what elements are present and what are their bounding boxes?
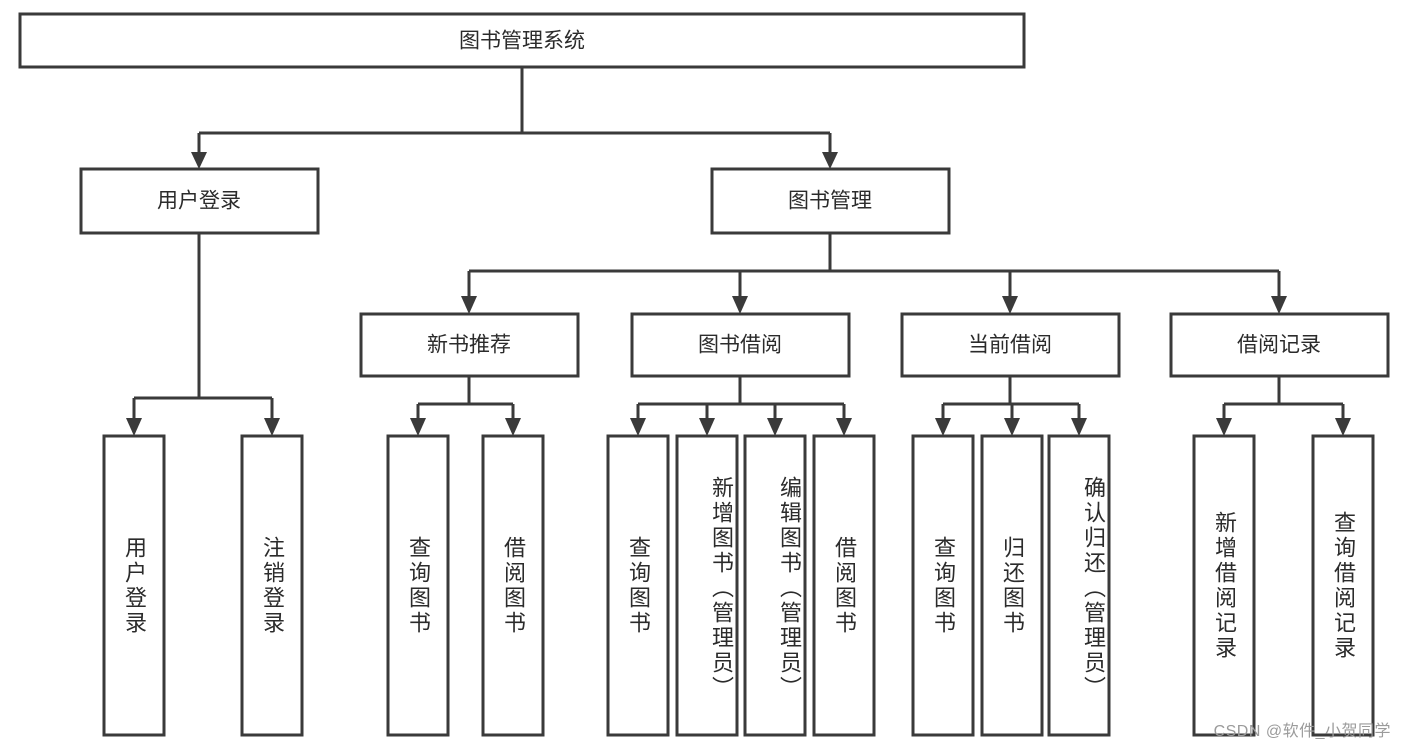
arrowhead-leaf-user-login bbox=[126, 418, 142, 436]
node-current-borrow-label: 当前借阅 bbox=[968, 334, 1052, 357]
arrowhead-borrow-leaf-3 bbox=[767, 418, 783, 436]
node-new-book-recommend-box[interactable] bbox=[359, 312, 580, 378]
node-user-login-label: 用户登录 bbox=[157, 190, 241, 213]
arrowhead-record-leaf-1 bbox=[1216, 418, 1232, 436]
node-borrow-record-box[interactable] bbox=[1169, 312, 1390, 378]
arrowhead-book-borrow bbox=[732, 296, 748, 314]
leaf-box-borrow-book[interactable] bbox=[812, 434, 876, 737]
arrowhead-user-login bbox=[191, 152, 207, 169]
leaf-box-query-borrow-record[interactable] bbox=[1311, 434, 1375, 737]
arrowhead-record-leaf-2 bbox=[1335, 418, 1351, 436]
arrowhead-borrow-record bbox=[1271, 296, 1287, 314]
leaf-box-borrow-book-rec[interactable] bbox=[481, 434, 545, 737]
node-current-borrow[interactable]: 当前借阅 bbox=[900, 312, 1121, 378]
arrowhead-newbook-leaf-2 bbox=[505, 418, 521, 436]
node-book-management-label: 图书管理 bbox=[788, 190, 872, 213]
node-book-borrow-label: 图书借阅 bbox=[698, 334, 782, 357]
leaf-box-query-book-borrow[interactable] bbox=[606, 434, 670, 737]
leaf-box-query-book-current[interactable] bbox=[911, 434, 975, 737]
node-current-borrow-box[interactable] bbox=[900, 312, 1121, 378]
arrowhead-current-leaf-3 bbox=[1071, 418, 1087, 436]
arrowhead-borrow-leaf-4 bbox=[836, 418, 852, 436]
arrowhead-book-mgmt bbox=[822, 152, 838, 169]
node-borrow-record-label: 借阅记录 bbox=[1237, 334, 1321, 357]
node-new-book-recommend-label: 新书推荐 bbox=[427, 334, 511, 357]
node-user-login[interactable]: 用户登录 bbox=[79, 167, 320, 235]
leaf-box-add-borrow-record[interactable] bbox=[1192, 434, 1256, 737]
arrowhead-new-book-rec bbox=[461, 296, 477, 314]
leaf-box-user-login[interactable] bbox=[102, 434, 166, 737]
node-root[interactable]: 图书管理系统 bbox=[18, 12, 1026, 69]
arrowhead-current-borrow bbox=[1002, 296, 1018, 314]
node-book-management[interactable]: 图书管理 bbox=[710, 167, 951, 235]
node-borrow-record[interactable]: 借阅记录 bbox=[1169, 312, 1390, 378]
node-book-management-box[interactable] bbox=[710, 167, 951, 235]
leaf-box-edit-book-admin[interactable] bbox=[743, 434, 807, 737]
leaf-box-logout[interactable] bbox=[240, 434, 304, 737]
node-root-box[interactable] bbox=[18, 12, 1026, 69]
csdn-watermark: CSDN @软件_小贺同学 bbox=[1213, 723, 1391, 740]
node-user-login-box[interactable] bbox=[79, 167, 320, 235]
arrowhead-current-leaf-1 bbox=[935, 418, 951, 436]
node-book-borrow[interactable]: 图书借阅 bbox=[630, 312, 851, 378]
leaf-box-layer bbox=[102, 434, 1375, 737]
leaf-box-confirm-return[interactable] bbox=[1047, 434, 1111, 737]
connector-layer bbox=[126, 67, 1351, 436]
node-root-label: 图书管理系统 bbox=[459, 30, 585, 53]
arrowhead-borrow-leaf-2 bbox=[699, 418, 715, 436]
leaf-box-return-book[interactable] bbox=[980, 434, 1044, 737]
arrowhead-leaf-logout bbox=[264, 418, 280, 436]
node-new-book-recommend[interactable]: 新书推荐 bbox=[359, 312, 580, 378]
arrowhead-borrow-leaf-1 bbox=[630, 418, 646, 436]
leaf-box-add-book-admin[interactable] bbox=[675, 434, 739, 737]
node-book-borrow-box[interactable] bbox=[630, 312, 851, 378]
arrowhead-newbook-leaf-1 bbox=[410, 418, 426, 436]
leaf-box-query-book-rec[interactable] bbox=[386, 434, 450, 737]
arrowhead-current-leaf-2 bbox=[1004, 418, 1020, 436]
